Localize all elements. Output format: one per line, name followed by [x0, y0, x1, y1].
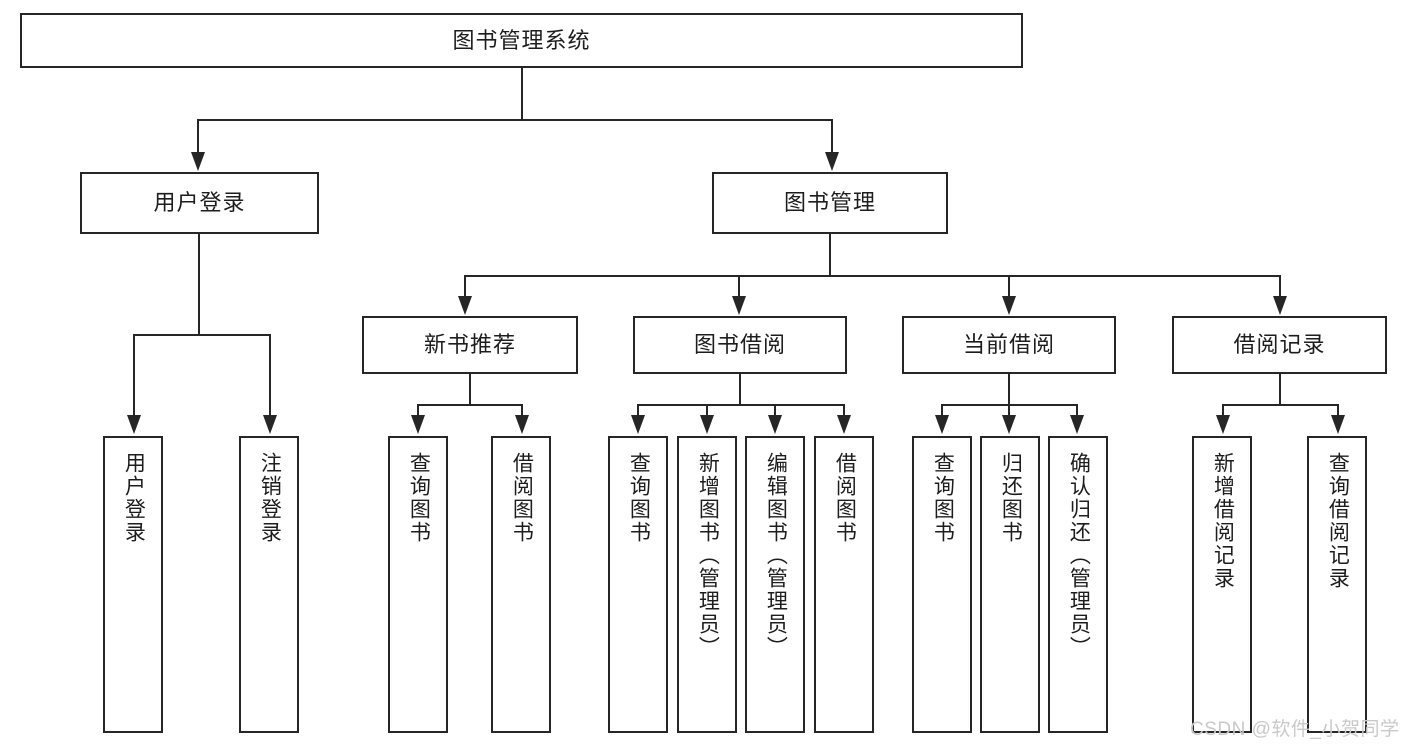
connector-level3-drop-1 — [464, 275, 466, 297]
node-book-management[interactable]: 图书管理 — [712, 172, 948, 234]
connector-current-borrow-drop-1 — [941, 404, 943, 416]
node-label: 借阅图书 — [510, 452, 534, 544]
arrow-to-leaf-confirm-return — [1070, 415, 1084, 434]
connector-user-login-drop-1 — [133, 334, 135, 416]
connector-level3-drop-3 — [1008, 275, 1010, 297]
node-label: 查询借阅记录 — [1326, 452, 1350, 590]
node-leaf-borrow-book-2[interactable]: 借阅图书 — [814, 436, 874, 733]
connector-new-book-bus — [417, 404, 523, 406]
arrow-to-leaf-user-login — [127, 415, 141, 434]
node-label: 当前借阅 — [962, 332, 1055, 357]
connector-book-borrow-stem — [739, 374, 741, 405]
connector-user-login-drop-2 — [269, 334, 271, 416]
arrow-to-leaf-edit-book — [768, 415, 782, 434]
arrow-to-leaf-borrow-book-2 — [837, 415, 851, 434]
connector-book-borrow-drop-1 — [637, 404, 639, 416]
node-leaf-edit-book[interactable]: 编辑图书（管理员） — [745, 436, 805, 733]
node-leaf-return-book[interactable]: 归还图书 — [980, 436, 1040, 733]
connector-root-bus — [197, 119, 833, 121]
connector-new-book-drop-1 — [417, 404, 419, 416]
arrow-to-leaf-query-book-2 — [631, 415, 645, 434]
connector-current-borrow-drop-3 — [1076, 404, 1078, 416]
node-label: 新书推荐 — [423, 332, 516, 357]
node-label: 用户登录 — [122, 452, 146, 544]
arrow-to-leaf-user-logout — [263, 415, 277, 434]
node-label: 借阅记录 — [1233, 332, 1326, 357]
arrow-to-user-login — [191, 152, 205, 171]
connector-current-borrow-stem — [1008, 374, 1010, 405]
node-book-borrow[interactable]: 图书借阅 — [633, 316, 847, 374]
node-label: 图书管理系统 — [452, 27, 591, 53]
arrow-to-leaf-query-book-3 — [935, 415, 949, 434]
arrow-to-leaf-query-record — [1331, 415, 1345, 434]
node-leaf-add-book[interactable]: 新增图书（管理员） — [677, 436, 737, 733]
arrow-to-current-borrow — [1002, 296, 1016, 315]
node-label: 用户登录 — [153, 190, 246, 215]
connector-book-management-stem — [829, 234, 831, 276]
connector-borrow-record-bus — [1222, 404, 1339, 406]
connector-level3-bus — [464, 275, 1281, 277]
arrow-to-new-book-recommend — [458, 296, 472, 315]
node-borrow-record[interactable]: 借阅记录 — [1172, 316, 1387, 374]
node-leaf-query-book-2[interactable]: 查询图书 — [608, 436, 668, 733]
node-leaf-user-logout[interactable]: 注销登录 — [239, 436, 299, 733]
connector-book-borrow-drop-3 — [774, 404, 776, 416]
node-leaf-query-book-1[interactable]: 查询图书 — [388, 436, 448, 733]
arrow-to-leaf-add-record — [1216, 415, 1230, 434]
node-current-borrow[interactable]: 当前借阅 — [902, 316, 1116, 374]
arrow-to-book-borrow — [732, 296, 746, 315]
connector-user-login-stem — [198, 234, 200, 335]
node-leaf-confirm-return[interactable]: 确认归还（管理员） — [1048, 436, 1108, 733]
node-label: 新增图书（管理员） — [696, 452, 720, 659]
node-leaf-user-login[interactable]: 用户登录 — [103, 436, 163, 733]
node-label: 查询图书 — [627, 452, 651, 544]
connector-root-drop-1 — [197, 119, 199, 153]
node-label: 注销登录 — [258, 452, 282, 544]
node-new-book-recommend[interactable]: 新书推荐 — [362, 316, 578, 374]
node-label: 查询图书 — [407, 452, 431, 544]
node-leaf-add-record[interactable]: 新增借阅记录 — [1192, 436, 1252, 733]
connector-root-drop-2 — [831, 119, 833, 153]
connector-borrow-record-drop-2 — [1337, 404, 1339, 416]
arrow-to-borrow-record — [1273, 296, 1287, 315]
connector-new-book-drop-2 — [521, 404, 523, 416]
csdn-watermark: CSDN @软件_小贺同学 — [1190, 719, 1400, 740]
node-user-login[interactable]: 用户登录 — [80, 172, 319, 234]
node-label: 借阅图书 — [833, 452, 857, 544]
node-label: 图书管理 — [783, 190, 876, 215]
arrow-to-leaf-borrow-book-1 — [515, 415, 529, 434]
node-label: 新增借阅记录 — [1211, 452, 1235, 590]
arrow-to-leaf-query-book-1 — [411, 415, 425, 434]
connector-borrow-record-stem — [1279, 374, 1281, 405]
arrow-to-leaf-return-book — [1002, 415, 1016, 434]
node-label: 图书借阅 — [693, 332, 786, 357]
connector-user-login-bus — [133, 334, 271, 336]
node-leaf-borrow-book-1[interactable]: 借阅图书 — [491, 436, 551, 733]
connector-level3-drop-4 — [1279, 275, 1281, 297]
arrow-to-book-management — [825, 152, 839, 171]
connector-borrow-record-drop-1 — [1222, 404, 1224, 416]
node-leaf-query-book-3[interactable]: 查询图书 — [912, 436, 972, 733]
connector-book-borrow-bus — [637, 404, 845, 406]
node-label: 查询图书 — [931, 452, 955, 544]
connector-book-borrow-drop-4 — [843, 404, 845, 416]
node-root-system[interactable]: 图书管理系统 — [20, 13, 1023, 68]
node-label: 确认归还（管理员） — [1067, 452, 1091, 659]
node-leaf-query-record[interactable]: 查询借阅记录 — [1307, 436, 1367, 733]
connector-root-stem — [521, 68, 523, 120]
connector-current-borrow-drop-2 — [1008, 404, 1010, 416]
arrow-to-leaf-add-book — [700, 415, 714, 434]
connector-new-book-stem — [469, 374, 471, 405]
connector-book-borrow-drop-2 — [706, 404, 708, 416]
connector-level3-drop-2 — [738, 275, 740, 297]
node-label: 编辑图书（管理员） — [764, 452, 788, 659]
node-label: 归还图书 — [999, 452, 1023, 544]
